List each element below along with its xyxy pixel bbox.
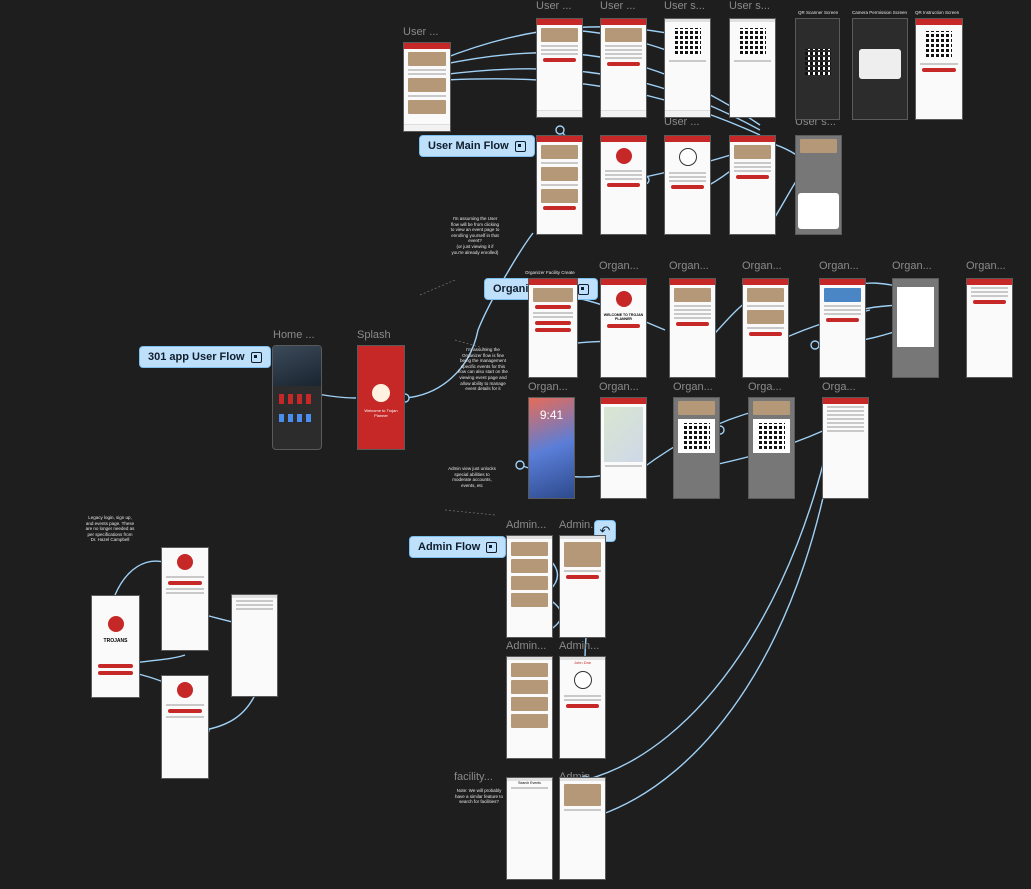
flow-badge-app-user[interactable]: 301 app User Flow xyxy=(139,346,271,368)
user-events-list-screen[interactable] xyxy=(536,135,583,235)
frame-label: QR Scanner Screen xyxy=(798,10,839,15)
organizer-qr-share-screen[interactable] xyxy=(748,397,795,499)
splash-title: Welcome to Trojan Planner xyxy=(364,408,398,418)
organizer-facility-create-screen[interactable] xyxy=(528,278,578,378)
frame-label: Organ... xyxy=(966,260,1006,272)
frame-label: Admin... xyxy=(559,640,600,652)
search-events-title: Search Events xyxy=(518,781,541,785)
clock-text: 9:41 xyxy=(539,408,564,422)
camera-permission-screen[interactable] xyxy=(852,18,908,120)
frame-label: Home ... xyxy=(273,329,315,341)
user-qr-alt-screen[interactable] xyxy=(729,18,776,118)
frame-label: User ... xyxy=(536,0,572,12)
frame-label: Admin... xyxy=(506,519,547,531)
legacy-signup-screen[interactable] xyxy=(161,547,209,651)
flow-start-icon xyxy=(514,140,526,152)
flow-name: Admin Flow xyxy=(418,541,481,553)
user-qr-screen[interactable] xyxy=(664,18,711,118)
admin-events-result-screen[interactable] xyxy=(559,777,606,880)
frame-label: Admin... xyxy=(559,519,600,531)
frame-label: User ... xyxy=(600,0,636,12)
flow-name: 301 app User Flow xyxy=(148,351,245,363)
flow-name: User Main Flow xyxy=(428,140,509,152)
frame-label: facility... xyxy=(454,771,493,783)
frame-label: User s... xyxy=(729,0,770,12)
note-facilities: Note: We will probably have a similar fe… xyxy=(454,788,504,805)
frame-label: Organ... xyxy=(528,381,568,393)
legacy-trojans-screen[interactable]: TROJANS xyxy=(91,595,140,698)
user-event-info-screen[interactable] xyxy=(600,18,647,118)
organizer-attendees-screen[interactable] xyxy=(822,397,869,499)
organizer-edit-screen[interactable] xyxy=(966,278,1013,378)
user-profile-edit-screen[interactable] xyxy=(664,135,711,235)
admin-search-events-screen[interactable]: Search Events xyxy=(506,777,553,880)
trojans-text: TROJANS xyxy=(103,638,128,644)
note-user-flow: I'm assuming the User flow will be from … xyxy=(450,216,500,255)
flow-badge-user-main[interactable]: User Main Flow xyxy=(419,135,535,157)
frame-label: Splash xyxy=(357,329,391,341)
qr-instruction-screen[interactable] xyxy=(915,18,963,120)
organizer-options-screen[interactable] xyxy=(892,278,939,378)
note-organizer-flow: I'm assuming the Organizer flow is fine … xyxy=(458,347,508,392)
organizer-welcome-screen[interactable]: WELCOME TO TROJAN PLANNER xyxy=(600,278,647,378)
user-events-screen[interactable] xyxy=(403,42,451,132)
note-admin-view: Admin view just unlocks special abilitie… xyxy=(448,466,496,488)
frame-label: Organ... xyxy=(599,260,639,272)
frame-label: QR Instruction Screen xyxy=(915,10,960,15)
user-profile-screen[interactable] xyxy=(600,135,647,235)
frame-label: Organ... xyxy=(742,260,782,272)
admin-profiles-screen[interactable] xyxy=(506,656,553,759)
flow-start-icon xyxy=(486,541,498,553)
organizer-map-screen[interactable] xyxy=(600,397,647,499)
frame-label: Organ... xyxy=(673,381,713,393)
frame-label: User s... xyxy=(664,0,705,12)
splash-screen[interactable]: Welcome to Trojan Planner xyxy=(357,345,405,450)
frame-label: Admin... xyxy=(506,640,547,652)
legacy-login-screen[interactable] xyxy=(161,675,209,779)
welcome-text: WELCOME TO TROJAN PLANNER xyxy=(603,313,644,321)
organizer-qr-screen[interactable] xyxy=(673,397,720,499)
admin-profile-name: John Doe xyxy=(573,660,592,665)
frame-label: Organ... xyxy=(669,260,709,272)
admin-image-detail-screen[interactable] xyxy=(559,535,606,638)
frame-label: Camera Permission Screen xyxy=(852,10,908,15)
organizer-lock-screen[interactable]: 9:41 xyxy=(528,397,575,499)
user-event-detail-screen[interactable] xyxy=(536,18,583,118)
organizer-events-screen[interactable] xyxy=(742,278,789,378)
flow-start-icon xyxy=(578,283,590,295)
qr-scanner-screen[interactable] xyxy=(795,18,840,120)
flow-badge-admin[interactable]: Admin Flow xyxy=(409,536,507,558)
frame-label: Orga... xyxy=(748,381,782,393)
frame-label: Orga... xyxy=(822,381,856,393)
home-screen[interactable] xyxy=(272,345,322,450)
frame-label: Organ... xyxy=(599,381,639,393)
frame-label: Organ... xyxy=(819,260,859,272)
frame-label: User ... xyxy=(664,116,700,128)
admin-profile-detail-screen[interactable]: John Doe xyxy=(559,656,606,759)
organizer-create-event-screen[interactable] xyxy=(669,278,716,378)
organizer-event-detail-screen[interactable] xyxy=(819,278,866,378)
note-legacy: Legacy login, sign up, and events page. … xyxy=(85,515,135,543)
flow-start-icon xyxy=(250,351,262,363)
frame-label: Organizer Facility Create xyxy=(525,270,575,275)
frame-label: User ... xyxy=(403,26,439,38)
user-notification-screen[interactable] xyxy=(795,135,842,235)
legacy-events-screen[interactable] xyxy=(231,594,278,697)
admin-images-screen[interactable] xyxy=(506,535,553,638)
user-event-page-screen[interactable] xyxy=(729,135,776,235)
frame-label: Organ... xyxy=(892,260,932,272)
